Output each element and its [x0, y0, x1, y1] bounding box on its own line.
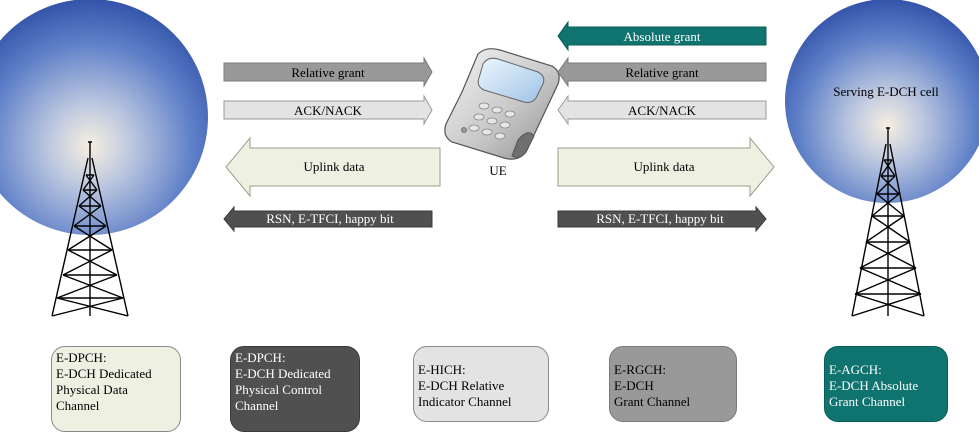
arrow-label: RSN, E-TFCI, happy bit — [266, 211, 394, 226]
right-arrow-rsn: RSN, E-TFCI, happy bit — [557, 205, 767, 233]
legend-line: Channel — [235, 398, 279, 413]
legend-line: Indicator Channel — [418, 394, 512, 409]
left-cell — [0, 0, 208, 317]
legend-line: E-DCH Absolute — [829, 378, 919, 393]
left-tower-icon — [51, 141, 129, 317]
legend-line: Grant Channel — [829, 394, 906, 409]
arrow-label: Absolute grant — [624, 29, 701, 44]
legend-line: Physical Data — [56, 382, 128, 397]
left-arrow-uplink-data: Uplink data — [225, 136, 441, 198]
legend-line: E-AGCH: — [829, 362, 882, 377]
left-arrow-rsn: RSN, E-TFCI, happy bit — [223, 205, 433, 233]
serving-cell-label: Serving E-DCH cell — [833, 84, 939, 99]
left-arrow-ack-nack: ACK/NACK — [223, 94, 433, 126]
legend-e-hich: E-HICH: E-DCH Relative Indicator Channel — [413, 346, 549, 422]
legend-line: E-HICH: — [418, 362, 466, 377]
legend-line: E-DCH Dedicated — [235, 366, 331, 381]
left-cell-circle — [0, 0, 208, 235]
legend-e-dpcch: E-DPCH: E-DCH Dedicated Physical Control… — [230, 346, 360, 432]
legend-line: E-DCH Relative — [418, 378, 505, 393]
arrow-label: Relative grant — [291, 65, 365, 80]
right-arrow-uplink-data: Uplink data — [557, 136, 775, 198]
arrow-label: RSN, E-TFCI, happy bit — [596, 211, 724, 226]
right-tower-icon — [851, 127, 925, 317]
arrow-label: ACK/NACK — [628, 103, 697, 118]
right-arrow-absolute-grant: Absolute grant — [557, 20, 767, 52]
legend-line: E-DPCH: — [56, 350, 107, 365]
right-arrow-relative-grant: Relative grant — [557, 56, 767, 88]
arrow-label: Uplink data — [633, 159, 694, 174]
diagram-canvas: Serving E-DCH cell — [0, 0, 979, 317]
legend-line: E-DPCH: — [235, 350, 286, 365]
ue-label: UE — [489, 163, 506, 178]
legend-e-dpdch: E-DPCH: E-DCH Dedicated Physical Data Ch… — [51, 346, 181, 432]
left-arrow-relative-grant: Relative grant — [223, 56, 433, 88]
ue-phone-icon — [444, 48, 560, 160]
legend-line: E-DCH — [614, 378, 654, 393]
legend-line: E-DCH Dedicated — [56, 366, 152, 381]
legend-line: Physical Control — [235, 382, 323, 397]
right-arrow-ack-nack: ACK/NACK — [557, 94, 767, 126]
legend-e-rgch: E-RGCH: E-DCH Grant Channel — [609, 346, 737, 422]
legend-line: E-RGCH: — [614, 362, 666, 377]
arrow-label: ACK/NACK — [294, 103, 363, 118]
right-cell-circle — [785, 0, 979, 203]
arrow-label: Relative grant — [625, 65, 699, 80]
arrow-label: Uplink data — [303, 159, 364, 174]
legend-line: Channel — [56, 398, 100, 413]
right-cell: Serving E-DCH cell — [785, 0, 979, 317]
legend-e-agch: E-AGCH: E-DCH Absolute Grant Channel — [824, 346, 948, 422]
legend-line: Grant Channel — [614, 394, 691, 409]
